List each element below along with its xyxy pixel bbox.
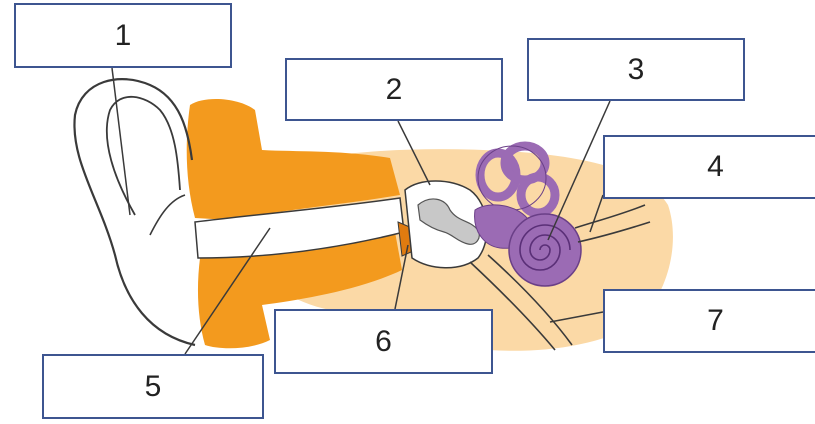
label-box-2[interactable]: 2 — [285, 58, 503, 121]
label-number: 4 — [707, 150, 724, 184]
label-box-6[interactable]: 6 — [274, 309, 493, 374]
label-number: 5 — [145, 370, 162, 404]
label-box-1[interactable]: 1 — [14, 3, 232, 68]
label-box-4[interactable]: 4 — [603, 135, 815, 199]
label-box-7[interactable]: 7 — [603, 289, 815, 353]
label-number: 1 — [115, 19, 132, 53]
leader-line-1 — [112, 68, 130, 215]
label-number: 3 — [628, 53, 645, 87]
label-number: 2 — [386, 73, 403, 107]
pinna-outline — [74, 79, 195, 345]
pinna-inner-fold-2 — [150, 195, 185, 235]
label-box-5[interactable]: 5 — [42, 354, 264, 419]
label-number: 7 — [707, 304, 724, 338]
label-number: 6 — [375, 325, 392, 359]
label-box-3[interactable]: 3 — [527, 38, 745, 101]
